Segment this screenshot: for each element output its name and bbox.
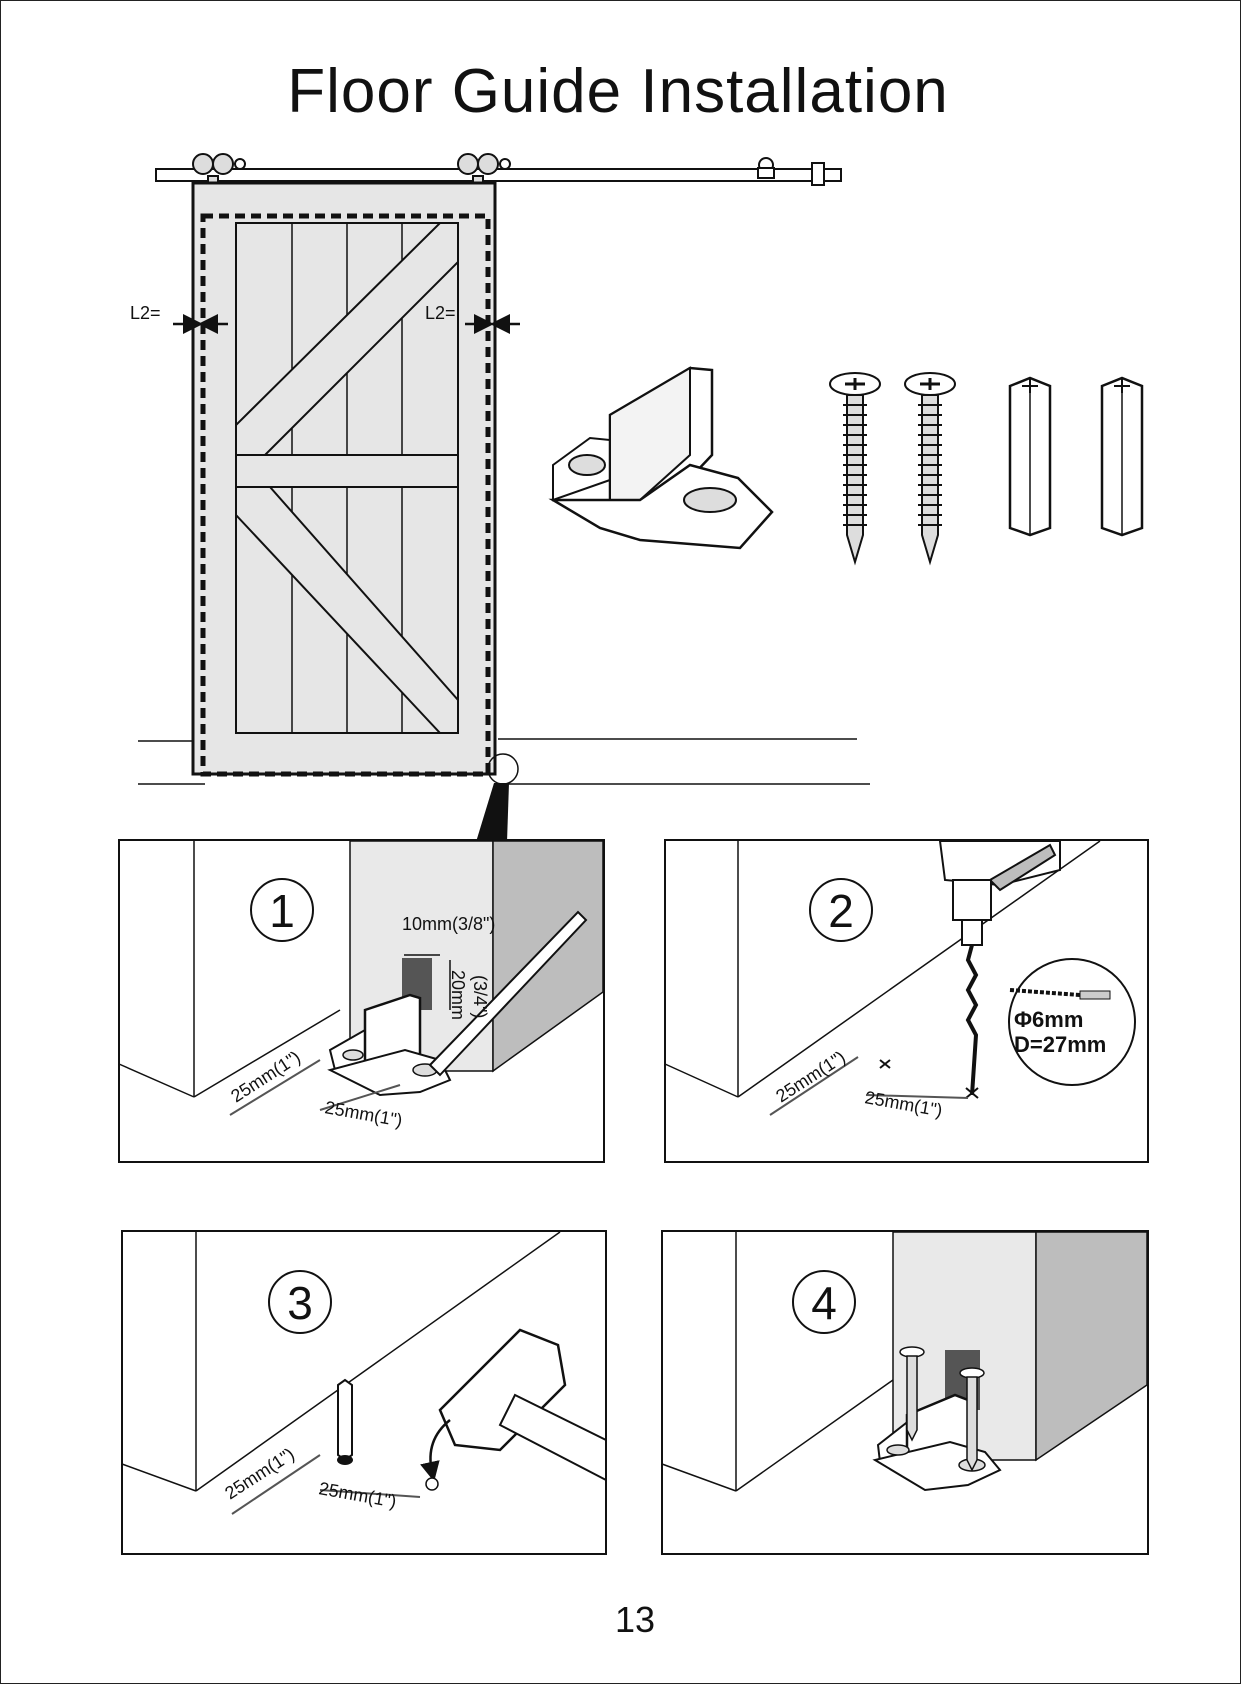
drill-diameter-label: Φ6mm	[1014, 1007, 1083, 1032]
door-brace-lower	[235, 486, 459, 734]
step-3-number: 3	[287, 1277, 313, 1329]
page-number: 13	[615, 1599, 655, 1640]
step-1-height-label: 20mm	[448, 970, 468, 1020]
floor-guide-part-icon	[548, 366, 774, 550]
l2-left-label: L2=	[130, 303, 161, 323]
step-2-panel: Φ6mm D=27mm 2 25mm(1") 25mm(1")	[664, 839, 1149, 1163]
step-1-number: 1	[269, 885, 295, 937]
step-4-panel: 4	[661, 1230, 1149, 1555]
anchor-icon-2	[1100, 376, 1144, 537]
screw-icon-2	[904, 372, 956, 566]
drill-bit-icon	[965, 944, 979, 1096]
step-2-number: 2	[828, 885, 854, 937]
hammer-handle-icon	[498, 1393, 607, 1482]
door-diagram: L2= L2=	[130, 153, 870, 842]
step-1-height-inch-label: (3/4")	[470, 975, 490, 1018]
stopper-icon	[757, 157, 775, 179]
detail-pointer-icon	[476, 783, 509, 842]
drill-depth-label: D=27mm	[1014, 1032, 1106, 1057]
step-4-number: 4	[811, 1277, 837, 1329]
track-rail	[155, 168, 842, 182]
door-outline-dashed	[200, 213, 491, 777]
hammer-head-icon	[438, 1328, 567, 1452]
pencil-icon	[428, 910, 588, 1077]
screw-installed-icon-2	[959, 1367, 985, 1472]
page-title: Floor Guide Installation	[287, 57, 949, 126]
step-3-panel: 3 25mm(1") 25mm(1")	[121, 1230, 607, 1555]
drill-body-icon	[938, 840, 1061, 887]
step-1-panel: 1 10mm(3/8") 20mm (3/4") 25mm(1") 25mm(1…	[118, 839, 605, 1163]
l2-right-label: L2=	[425, 303, 456, 323]
door-brace-upper	[235, 222, 459, 456]
screw-icon-1	[829, 372, 881, 566]
door-cross-bar	[235, 454, 459, 488]
anchor-icon-1	[1008, 376, 1052, 537]
anchor-placed-icon	[337, 1378, 353, 1462]
rail-end-stop	[811, 162, 825, 186]
screw-installed-icon-1	[899, 1346, 925, 1442]
step-1-width-label: 10mm(3/8")	[402, 914, 495, 934]
